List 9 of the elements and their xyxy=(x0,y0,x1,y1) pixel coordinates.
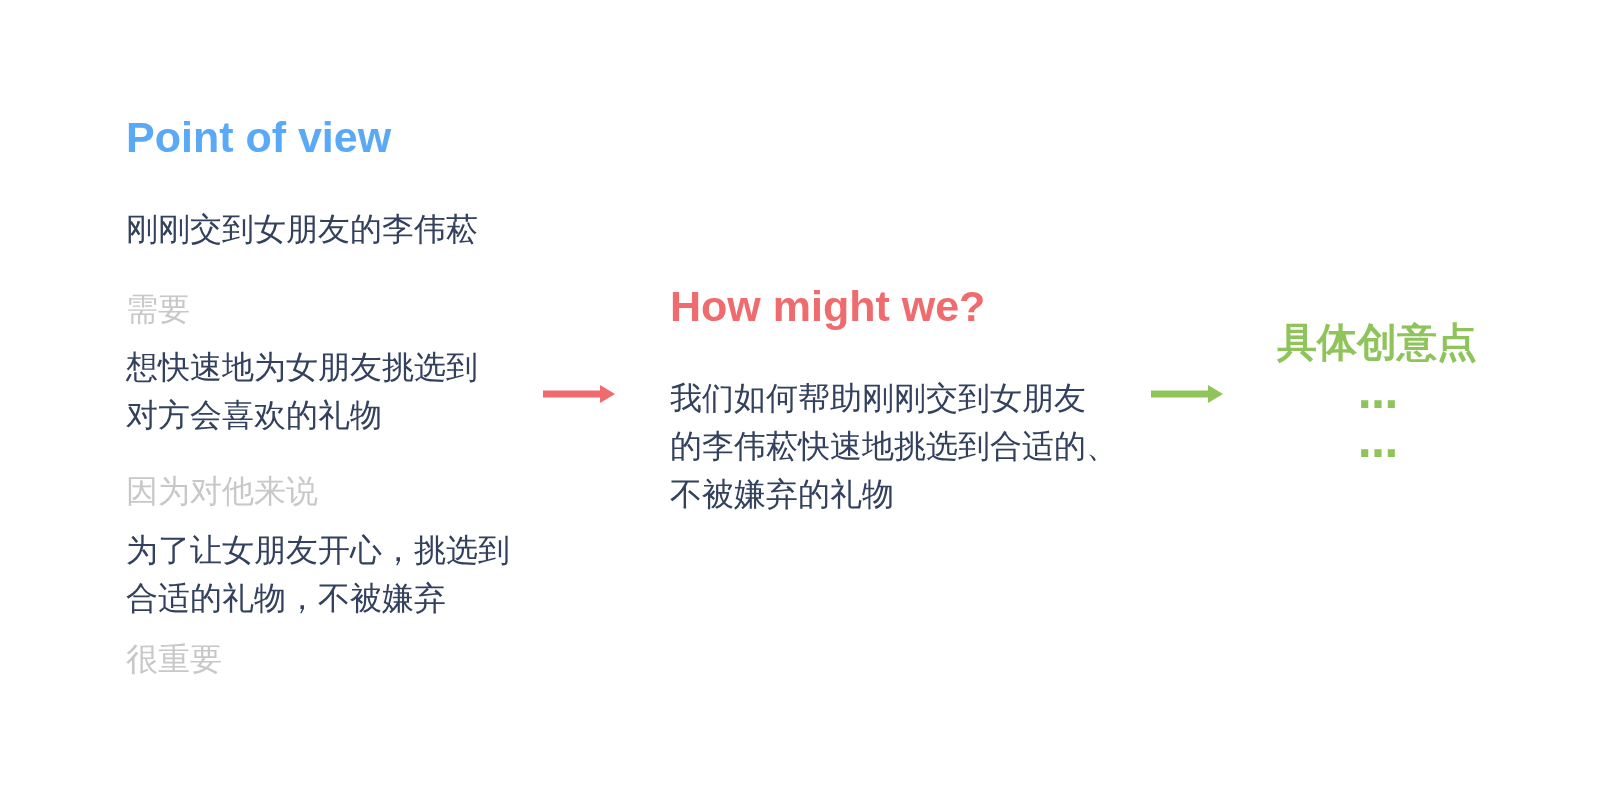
heading: Point of view xyxy=(126,112,392,163)
heading: 具体创意点 xyxy=(1277,318,1477,367)
body-text: 想快速地为女朋友挑选到对方会喜欢的礼物 xyxy=(126,347,478,436)
ellipsis: … xyxy=(1358,374,1398,414)
ellipsis: … xyxy=(1358,423,1398,463)
body-text: 我们如何帮助刚刚交到女朋友的李伟菘快速地挑选到合适的、不被嫌弃的礼物 xyxy=(670,378,1118,515)
body-text: 刚刚交到女朋友的李伟菘 xyxy=(126,209,478,250)
body-text: 为了让女朋友开心，挑选到合适的礼物，不被嫌弃 xyxy=(126,530,510,619)
heading: How might we? xyxy=(670,281,986,332)
